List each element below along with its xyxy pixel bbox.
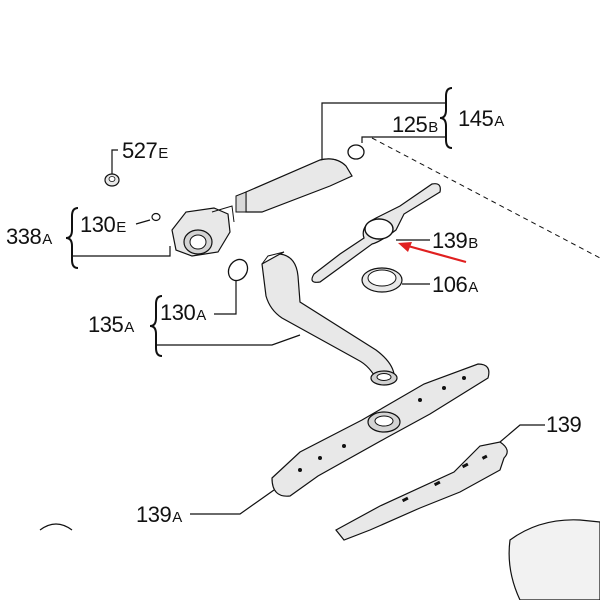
label-135A: 135A bbox=[88, 312, 135, 337]
bracket-338A bbox=[65, 207, 79, 269]
leader-139 bbox=[499, 424, 545, 443]
partial-part-bottom-left bbox=[39, 523, 73, 531]
bracket-135A bbox=[149, 295, 163, 357]
label-139: 139 bbox=[546, 412, 582, 437]
bracket-145A bbox=[439, 87, 453, 149]
label-527E: 527E bbox=[122, 138, 169, 163]
part-spray-arm-139B bbox=[311, 183, 441, 283]
label-125B: 125B bbox=[392, 112, 439, 137]
part-ring-106A bbox=[361, 267, 403, 293]
partial-part-bottom-right bbox=[508, 519, 600, 600]
label-130A: 130A bbox=[160, 300, 207, 325]
label-338A: 338A bbox=[6, 224, 53, 249]
leader-125B bbox=[361, 136, 446, 143]
label-130E: 130E bbox=[80, 212, 127, 237]
part-small-ring-130E bbox=[151, 212, 161, 222]
part-feed-pipe-145A bbox=[235, 158, 353, 213]
part-connector-338A bbox=[171, 205, 235, 257]
tub-dashed-outline bbox=[371, 137, 600, 259]
label-139B: 139B bbox=[432, 228, 479, 253]
label-139A: 139A bbox=[136, 502, 183, 527]
leader-145A-top bbox=[321, 102, 446, 160]
part-elbow-pipe-135A bbox=[261, 251, 398, 386]
leader-130E bbox=[135, 219, 151, 225]
leader-139A bbox=[190, 489, 275, 515]
leader-527E bbox=[111, 149, 118, 175]
part-spray-arm-139A bbox=[271, 363, 490, 497]
part-spray-arm-139 bbox=[335, 441, 508, 541]
leader-338A bbox=[72, 246, 171, 257]
part-nut-527E bbox=[104, 173, 120, 187]
label-145A: 145A bbox=[458, 106, 505, 131]
leader-130A bbox=[214, 280, 237, 315]
part-oring-130A bbox=[227, 258, 249, 282]
leader-135A bbox=[156, 334, 301, 346]
part-seal-125B bbox=[347, 144, 365, 160]
label-106A: 106A bbox=[432, 272, 479, 297]
red-arrow-139B bbox=[398, 242, 467, 264]
